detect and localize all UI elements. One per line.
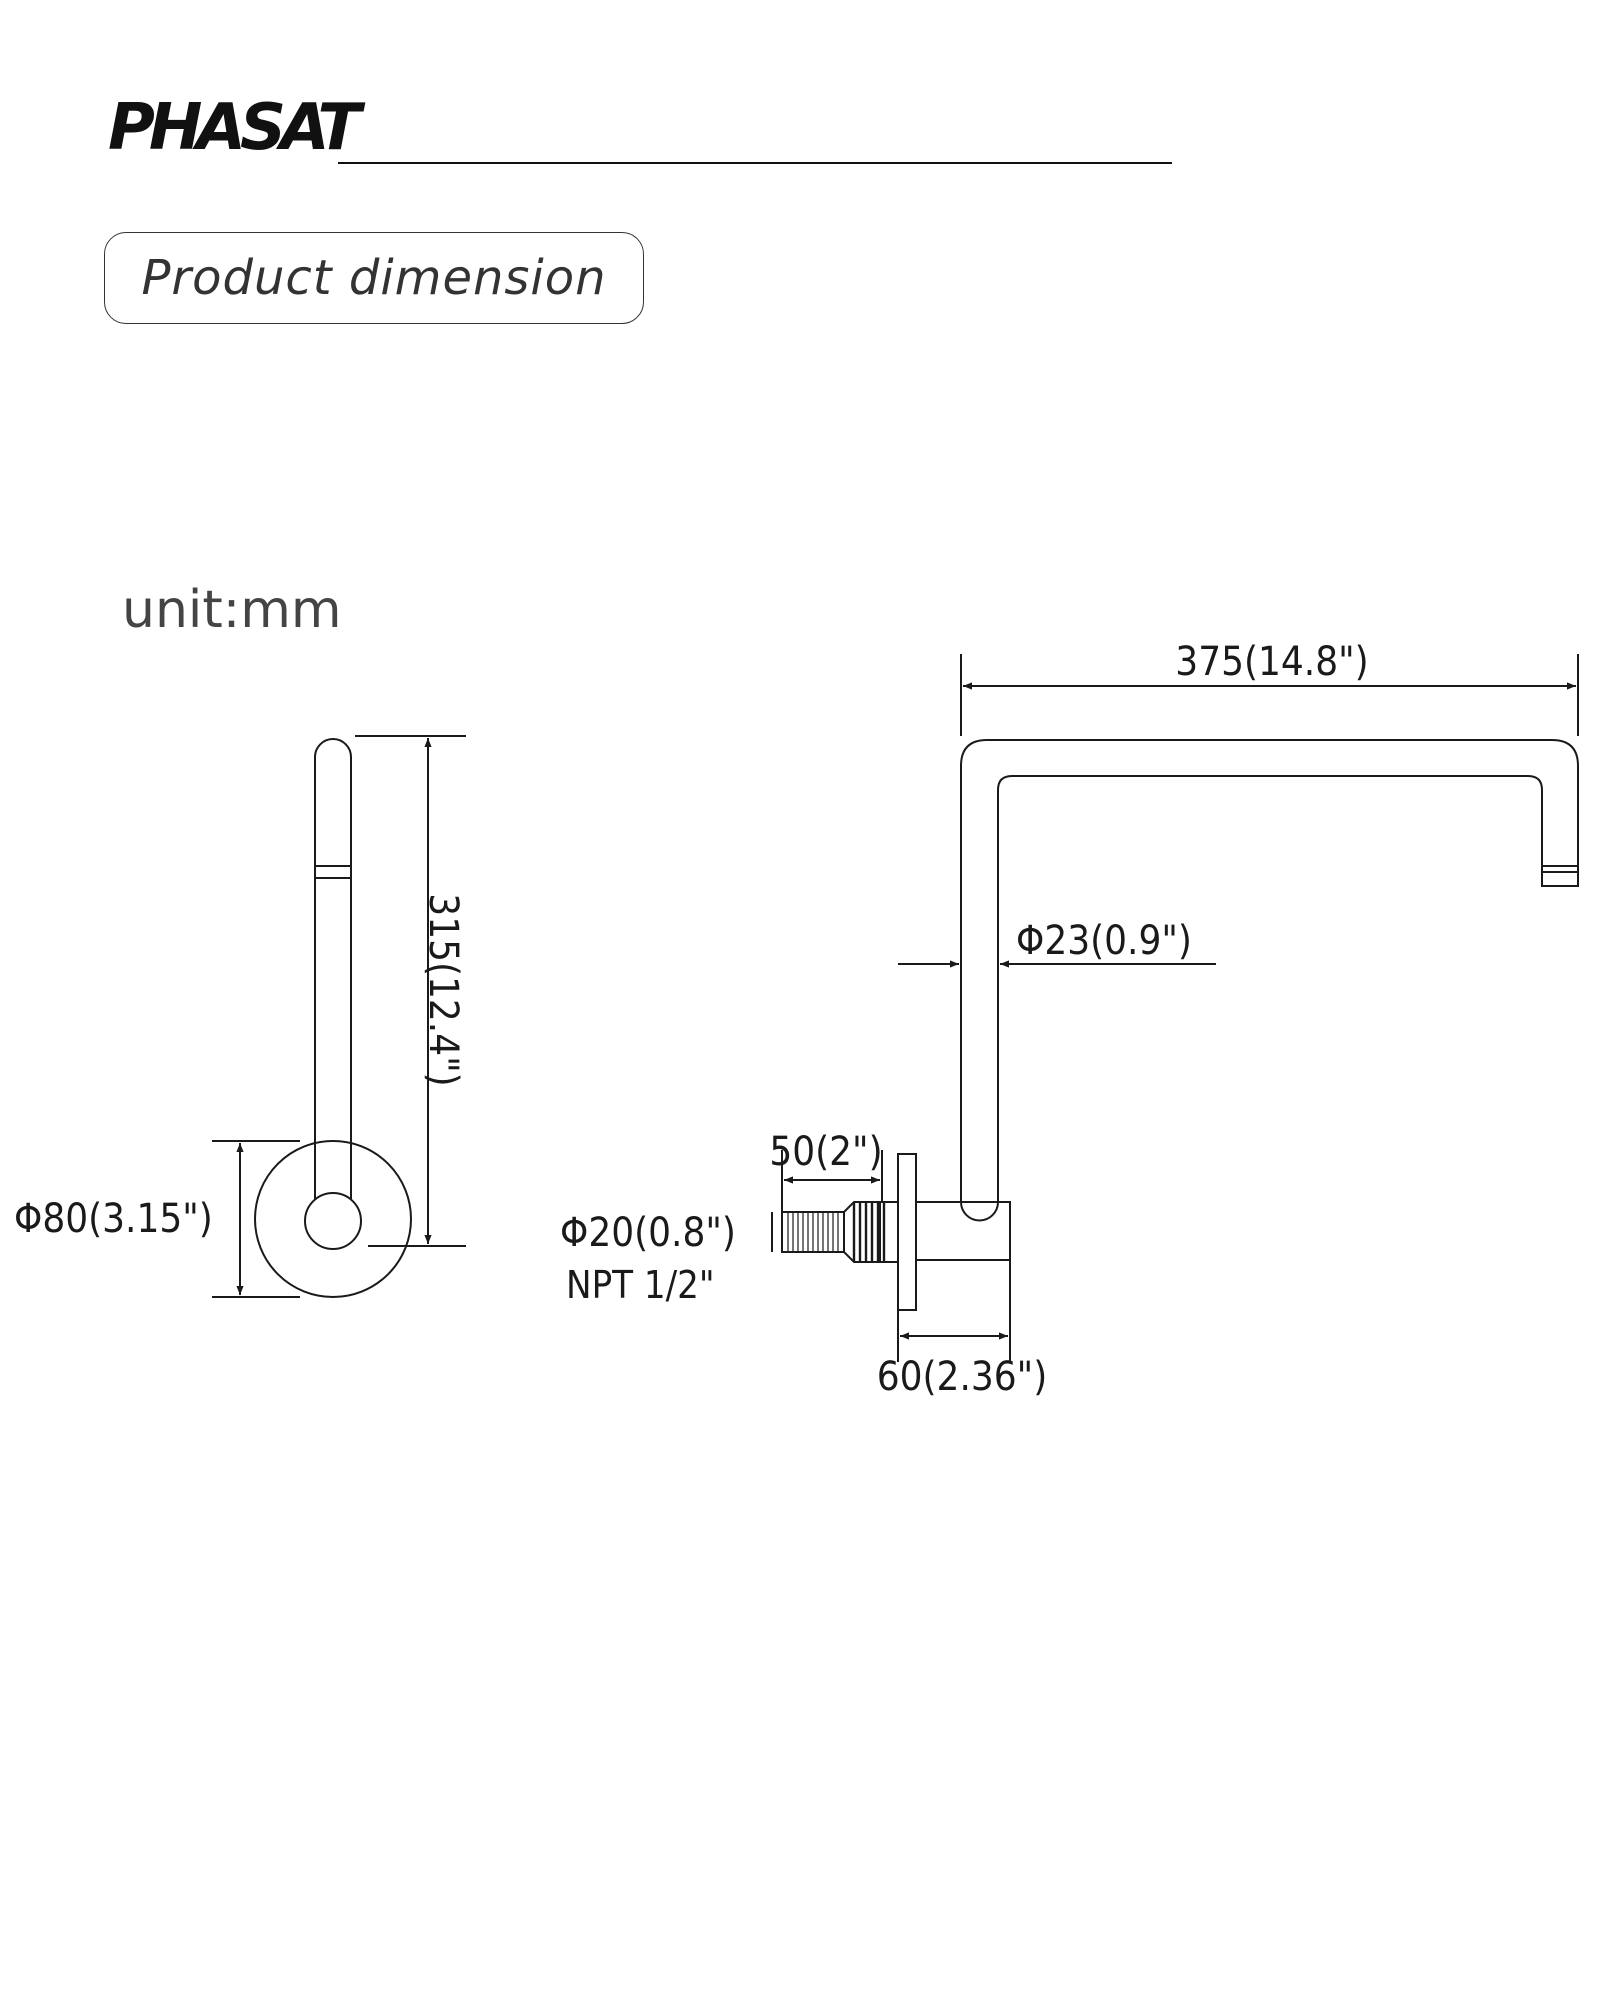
section-label: Product dimension	[141, 250, 607, 306]
front-arm-inner	[960, 775, 1543, 1222]
side-arm-base-circle	[304, 1192, 362, 1250]
front-arm-diameter-label: Φ23(0.9")	[1016, 918, 1192, 964]
front-reach-label: 375(14.8")	[1175, 639, 1368, 685]
front-flange-depth-label: 60(2.36")	[877, 1354, 1048, 1400]
front-thread-fine-lines	[787, 1212, 839, 1252]
front-view	[771, 654, 1579, 1362]
side-flange-circle	[254, 1140, 412, 1298]
side-height-label: 315(12.4")	[420, 893, 466, 1086]
header-divider	[338, 162, 1172, 164]
front-thread-diameter-label: Φ20(0.8")	[560, 1210, 736, 1256]
section-label-box: Product dimension	[104, 232, 644, 324]
front-wall-plate	[897, 1153, 917, 1311]
front-arm-outline	[960, 739, 1579, 1202]
front-thread-collar	[879, 1201, 899, 1263]
front-arm-nozzle	[1541, 865, 1579, 887]
brand-logo-text: PHASAT	[108, 91, 361, 165]
side-arm-tube	[314, 738, 352, 1219]
unit-label: unit:mm	[122, 580, 342, 640]
front-thread-length-label: 50(2")	[769, 1129, 882, 1175]
side-flange-diameter-label: Φ80(3.15")	[14, 1196, 213, 1242]
brand-logo: PHASAT	[108, 96, 361, 186]
front-thread-coarse	[843, 1201, 881, 1263]
front-thread-spec-label: NPT 1/2"	[566, 1263, 715, 1307]
side-view	[212, 735, 466, 1298]
front-thread-coarse-lines	[852, 1202, 886, 1262]
